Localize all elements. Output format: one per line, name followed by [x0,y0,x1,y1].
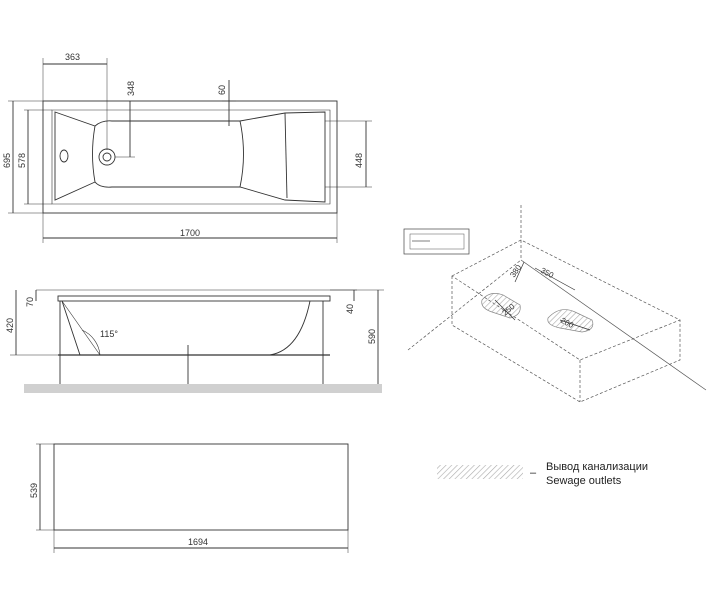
backrest-guide [61,300,101,356]
tub-outline [42,100,338,214]
legend-separator: – [530,467,537,479]
drain-icon [98,148,116,166]
drain-inner-icon [102,152,112,162]
overflow-icon [59,149,69,163]
side-view [10,289,384,393]
rim-inner [51,109,331,205]
backrest-line [284,112,288,199]
basin-outline [54,111,326,203]
basin-curve-left [92,125,96,183]
floor [24,384,382,393]
tub-profile [61,300,311,356]
legend-swatch [437,465,523,479]
dim-label-1694: 1694 [188,537,208,547]
dim-label-590: 590 [367,329,377,344]
dim-label-539: 539 [29,483,39,498]
legend-label-en: Sewage outlets [546,475,622,487]
dim-label-578: 578 [17,153,27,168]
panel-view [36,443,349,553]
top-view [8,58,372,243]
dim-label-363: 363 [65,52,80,62]
basin-curve-mid [239,120,244,188]
rim-profile [57,295,331,302]
legend-label-ru: Вывод канализации [546,461,648,473]
dim-label-1700: 1700 [180,228,200,238]
dim-label-348: 348 [126,81,136,96]
dim-label-420: 420 [5,318,15,333]
dim-label-695: 695 [2,153,12,168]
dim-label-iso-a: 380 [508,263,523,280]
dim-label-448: 448 [354,153,364,168]
dim-label-70: 70 [25,297,35,307]
dim-label-60: 60 [217,85,227,95]
front-panel [53,443,349,531]
tub-thumbnail [403,228,470,255]
box-sides [451,276,681,403]
outlet-right [547,309,594,333]
dim-label-115: 115° [100,329,118,339]
dim-label-40: 40 [345,304,355,314]
angle-arc [81,329,101,356]
iso-view [403,205,707,403]
